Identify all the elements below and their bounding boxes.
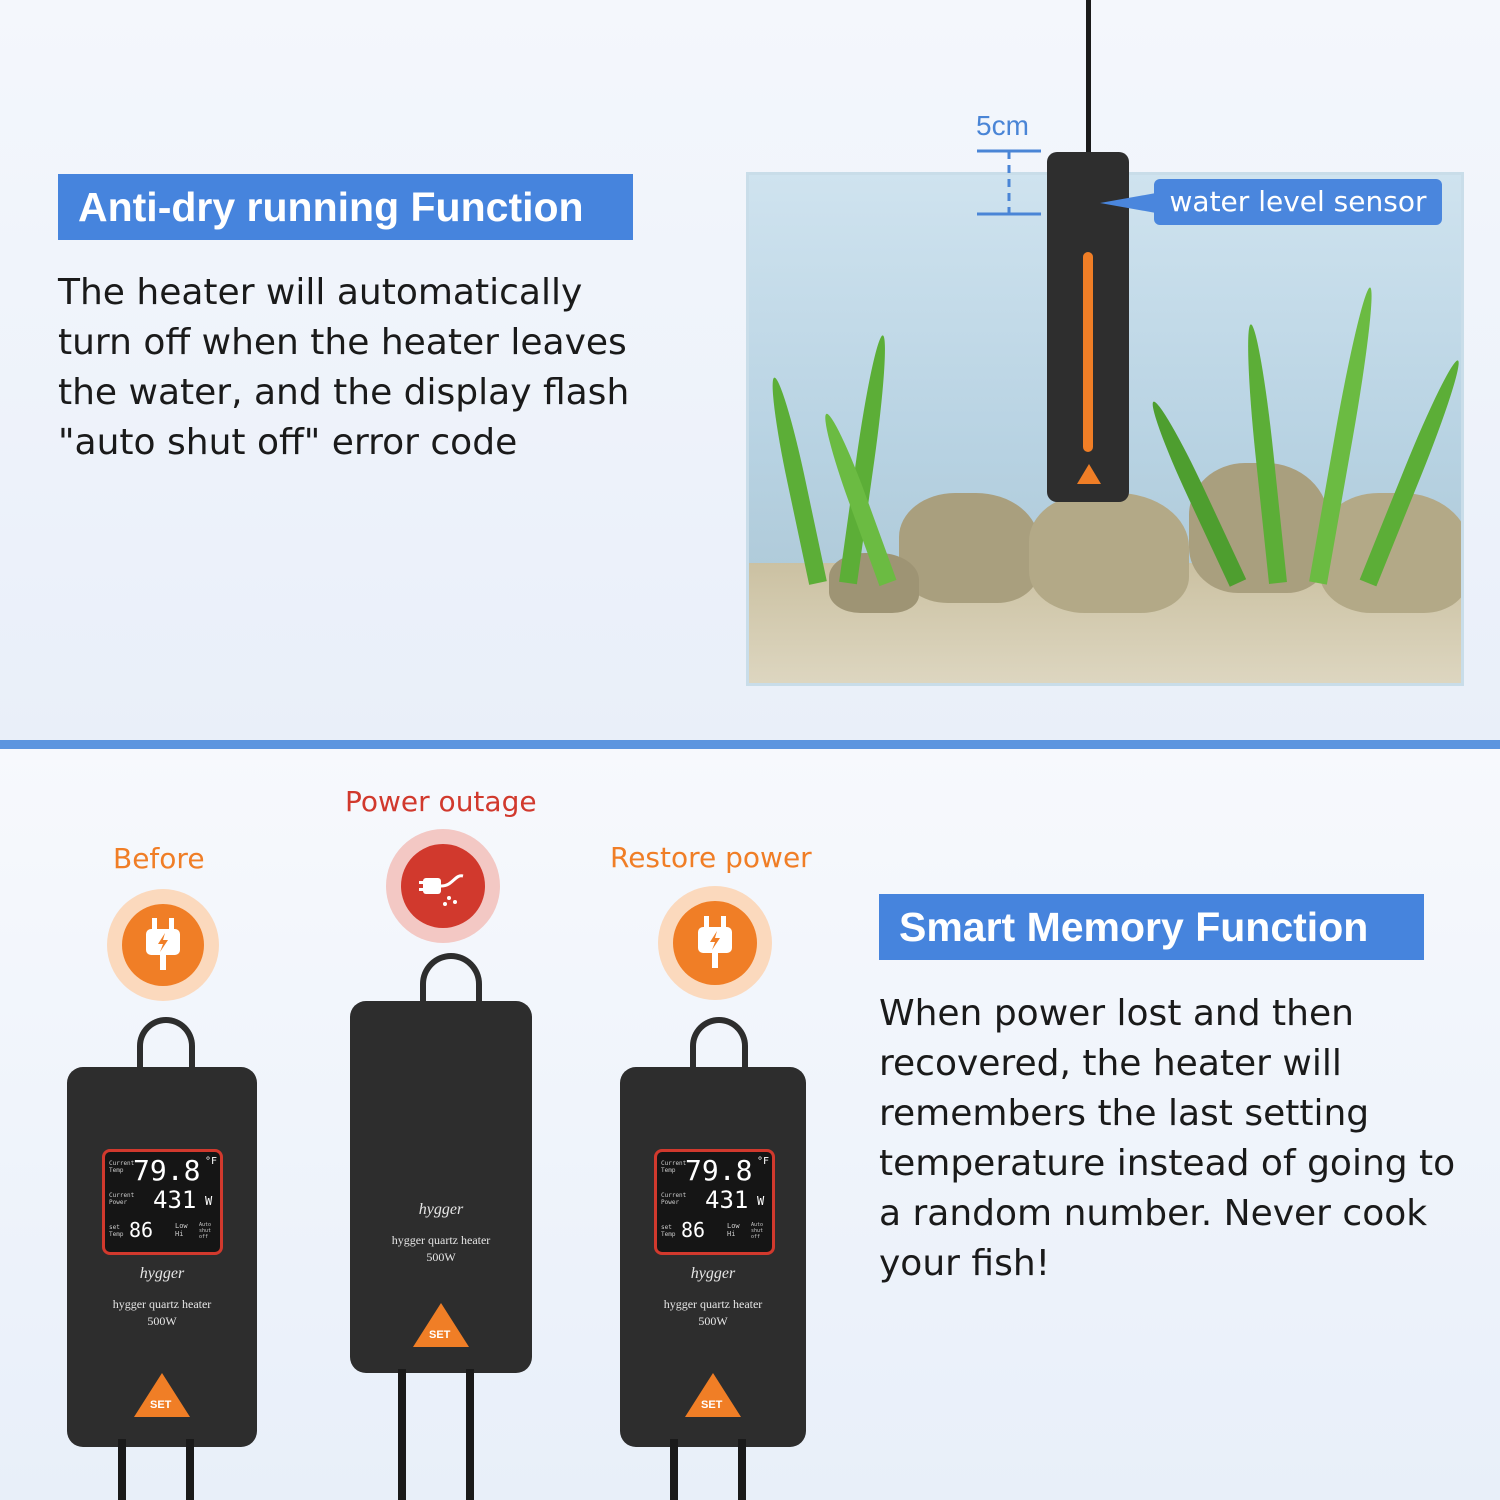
measure-bracket-icon bbox=[977, 149, 1041, 216]
aquarium-plant bbox=[765, 375, 827, 585]
brand-logo: hygger bbox=[418, 1201, 464, 1218]
smart-memory-title: Smart Memory Function bbox=[879, 894, 1424, 960]
device-hanger bbox=[690, 1017, 748, 1073]
device-hanger bbox=[420, 953, 482, 1009]
anti-dry-line: "auto shut off" error code bbox=[58, 422, 518, 463]
water-level-sensor-label: water level sensor bbox=[1154, 179, 1442, 225]
smart-memory-line: temperature instead of going to bbox=[879, 1143, 1456, 1184]
set-button-label: SET bbox=[150, 1399, 172, 1411]
power-cable bbox=[398, 1369, 406, 1500]
section-divider bbox=[0, 740, 1500, 749]
auto-shut-label: Auto shut off bbox=[199, 1222, 212, 1240]
smart-memory-line: your fish! bbox=[879, 1243, 1051, 1284]
heater-logo-icon bbox=[1077, 464, 1101, 484]
smart-memory-line: When power lost and then bbox=[879, 993, 1354, 1034]
current-temp-label: Current Temp bbox=[109, 1160, 135, 1174]
set-temp-readout: 86 bbox=[681, 1218, 706, 1242]
aquarium-rock bbox=[1029, 493, 1189, 613]
controller-outage: hygger hygger quartz heater 500W SET bbox=[350, 1001, 532, 1373]
wattage-label: 500W bbox=[698, 1314, 728, 1328]
anti-dry-line: the water, and the display flash bbox=[58, 372, 630, 413]
controller-display: Current Temp 79.8 °F Current Power 431 W… bbox=[102, 1149, 223, 1255]
temp-readout: 79.8 bbox=[133, 1154, 201, 1187]
plug-off-icon bbox=[386, 829, 500, 943]
controller-restore: Current Temp 79.8 °F Current Power 431 W… bbox=[620, 1067, 806, 1447]
current-power-label: Current Power bbox=[661, 1192, 687, 1206]
set-temp-label: set Temp bbox=[109, 1224, 124, 1238]
stage-label-before: Before bbox=[113, 842, 205, 875]
power-cable bbox=[738, 1439, 746, 1500]
power-cable bbox=[670, 1439, 678, 1500]
smart-memory-section: Smart Memory Function When power lost an… bbox=[0, 749, 1500, 1500]
set-temp-label: set Temp bbox=[661, 1224, 676, 1238]
set-button-label: SET bbox=[701, 1399, 723, 1411]
anti-dry-section: Anti-dry running Function The heater wil… bbox=[0, 0, 1500, 742]
set-button-label: SET bbox=[429, 1329, 451, 1341]
power-readout: 431 bbox=[705, 1186, 749, 1214]
controller-before: Current Temp 79.8 °F Current Power 431 W… bbox=[67, 1067, 257, 1447]
anti-dry-description: The heater will automatically turn off w… bbox=[58, 268, 629, 468]
sensor-pointer-icon bbox=[1100, 193, 1156, 213]
temp-readout: 79.8 bbox=[685, 1154, 753, 1187]
anti-dry-title: Anti-dry running Function bbox=[58, 174, 633, 240]
temp-unit: °F bbox=[757, 1156, 770, 1167]
smart-memory-line: remembers the last setting bbox=[879, 1093, 1370, 1134]
anti-dry-line: The heater will automatically bbox=[58, 272, 583, 313]
smart-memory-line: recovered, the heater will bbox=[879, 1043, 1342, 1084]
set-button[interactable] bbox=[413, 1303, 469, 1347]
device-hanger bbox=[137, 1017, 195, 1073]
measure-label: 5cm bbox=[976, 110, 1029, 141]
power-cable bbox=[466, 1369, 474, 1500]
model-label: hygger quartz heater bbox=[663, 1297, 763, 1311]
power-cable bbox=[118, 1439, 126, 1500]
anti-dry-line: turn off when the heater leaves bbox=[58, 322, 627, 363]
heater-orange-strip bbox=[1083, 252, 1093, 452]
low-hi-label: Low Hi bbox=[727, 1222, 740, 1238]
model-label: hygger quartz heater bbox=[391, 1233, 491, 1247]
stage-label-outage: Power outage bbox=[345, 785, 537, 818]
set-button[interactable] bbox=[134, 1373, 190, 1417]
smart-memory-line: a random number. Never cook bbox=[879, 1193, 1428, 1234]
smart-memory-description: When power lost and then recovered, the … bbox=[879, 989, 1455, 1289]
power-cable bbox=[186, 1439, 194, 1500]
current-power-label: Current Power bbox=[109, 1192, 135, 1206]
auto-shut-label: Auto shut off bbox=[751, 1222, 764, 1240]
controller-display: Current Temp 79.8 °F Current Power 431 W… bbox=[654, 1149, 775, 1255]
wattage-label: 500W bbox=[426, 1250, 456, 1264]
heater-cord bbox=[1086, 0, 1091, 152]
temp-unit: °F bbox=[205, 1156, 218, 1167]
aquarium-rock bbox=[899, 493, 1039, 603]
plug-on-icon bbox=[658, 886, 772, 1000]
model-label: hygger quartz heater bbox=[112, 1297, 212, 1311]
power-unit: W bbox=[757, 1194, 765, 1208]
wattage-label: 500W bbox=[147, 1314, 177, 1328]
power-readout: 431 bbox=[153, 1186, 197, 1214]
stage-label-restore: Restore power bbox=[610, 841, 812, 874]
brand-logo: hygger bbox=[139, 1265, 185, 1282]
brand-logo: hygger bbox=[690, 1265, 736, 1282]
current-temp-label: Current Temp bbox=[661, 1160, 687, 1174]
plug-on-icon bbox=[107, 889, 219, 1001]
set-temp-readout: 86 bbox=[129, 1218, 154, 1242]
set-button[interactable] bbox=[685, 1373, 741, 1417]
low-hi-label: Low Hi bbox=[175, 1222, 188, 1238]
power-unit: W bbox=[205, 1194, 213, 1208]
